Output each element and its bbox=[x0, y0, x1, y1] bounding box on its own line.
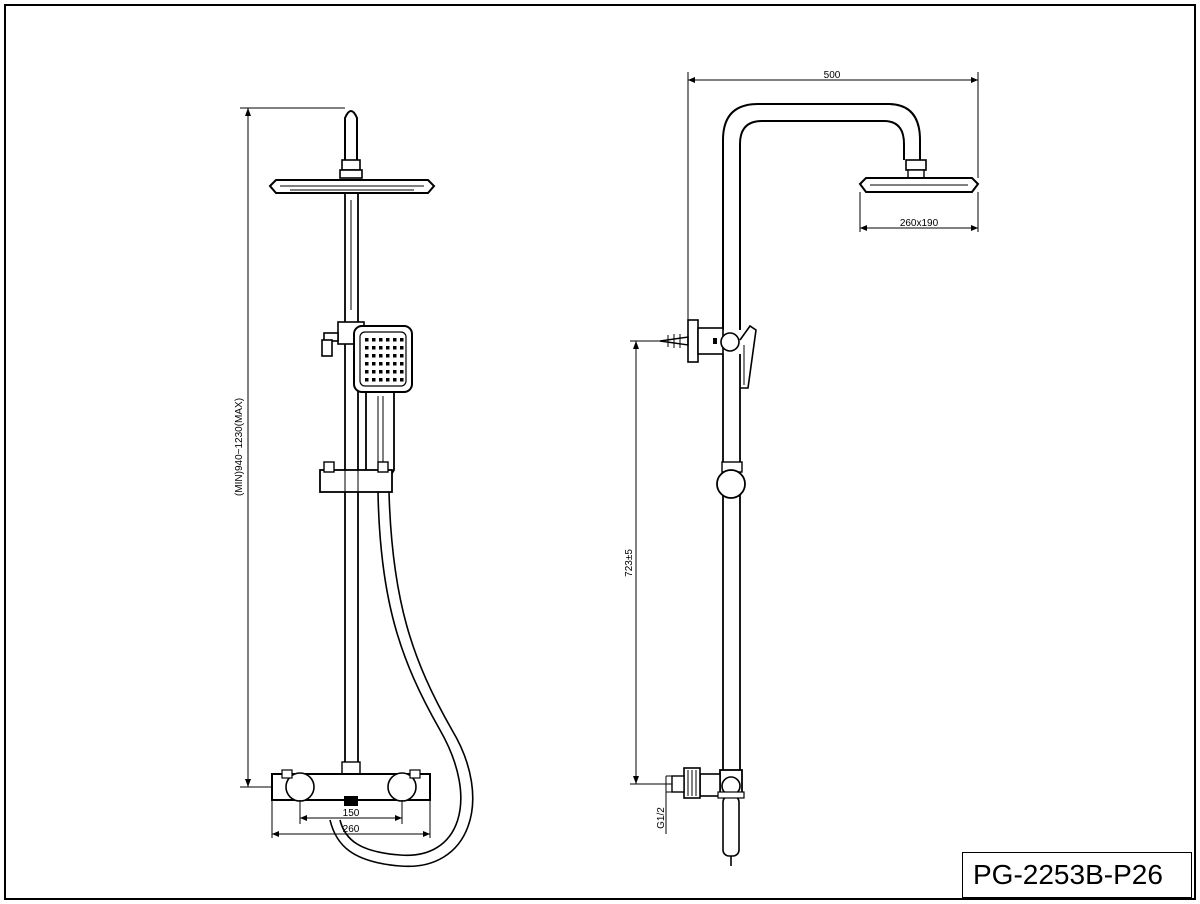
side-inlet-thread-label: G1/2 bbox=[656, 807, 667, 829]
side-bracket-height-dimension: 723±5 bbox=[624, 340, 672, 785]
front-shower-arm bbox=[344, 110, 358, 160]
nozzle-dot bbox=[379, 338, 383, 342]
nozzle-dot bbox=[372, 346, 376, 350]
front-outer-width-label: 260 bbox=[343, 824, 360, 835]
nozzle-dot bbox=[386, 346, 390, 350]
front-view: (MIN)940~1230(MAX) 150 260 bbox=[234, 107, 474, 868]
side-head-size-label: 260x190 bbox=[900, 218, 939, 229]
nozzle-dot bbox=[393, 362, 397, 366]
nozzle-dot bbox=[372, 338, 376, 342]
front-rain-shower-head bbox=[268, 179, 436, 194]
nozzle-dot bbox=[386, 338, 390, 342]
side-head-size-dimension: 260x190 bbox=[859, 192, 979, 232]
side-inlet-thread: G1/2 bbox=[656, 775, 672, 834]
nozzle-dot bbox=[372, 362, 376, 366]
front-arm-connector bbox=[341, 159, 361, 171]
nozzle-dot bbox=[372, 378, 376, 382]
front-hand-shower bbox=[353, 325, 413, 479]
front-height-dimension-label: (MIN)940~1230(MAX) bbox=[234, 398, 245, 496]
drawing-border bbox=[4, 4, 1196, 900]
nozzle-dot bbox=[365, 362, 369, 366]
nozzle-dot bbox=[379, 362, 383, 366]
nozzle-dot bbox=[393, 346, 397, 350]
nozzle-dot bbox=[386, 354, 390, 358]
nozzle-dot bbox=[365, 370, 369, 374]
front-height-dimension: (MIN)940~1230(MAX) bbox=[234, 107, 345, 788]
nozzle-dot bbox=[379, 378, 383, 382]
side-mixer-body bbox=[671, 767, 745, 866]
nozzle-dot bbox=[386, 370, 390, 374]
side-rain-shower-head bbox=[858, 177, 980, 193]
side-view: 260x190 500 bbox=[624, 70, 980, 866]
nozzle-dot bbox=[379, 354, 383, 358]
nozzle-dot bbox=[400, 346, 404, 350]
nozzle-dot bbox=[393, 354, 397, 358]
nozzle-dot bbox=[365, 378, 369, 382]
nozzle-dot bbox=[386, 378, 390, 382]
side-bracket-height-label: 723±5 bbox=[624, 549, 635, 577]
nozzle-dot bbox=[365, 338, 369, 342]
side-arm-length-label: 500 bbox=[824, 70, 841, 81]
nozzle-dot bbox=[386, 362, 390, 366]
nozzle-dot bbox=[379, 370, 383, 374]
side-wall-bracket bbox=[659, 319, 757, 389]
nozzle-dot bbox=[365, 346, 369, 350]
side-riser-and-arm bbox=[722, 103, 927, 330]
nozzle-dot bbox=[400, 378, 404, 382]
front-hose bbox=[329, 491, 474, 868]
nozzle-dot bbox=[393, 338, 397, 342]
front-width-dimensions: 150 260 bbox=[271, 800, 431, 838]
nozzle-dot bbox=[400, 362, 404, 366]
nozzle-dot bbox=[400, 370, 404, 374]
model-code-label: PG-2253B-P26 bbox=[973, 859, 1163, 890]
nozzle-dot bbox=[393, 378, 397, 382]
front-slide-holder bbox=[319, 461, 393, 493]
front-inner-width-label: 150 bbox=[343, 808, 360, 819]
nozzle-dot bbox=[400, 354, 404, 358]
side-arm-length-dimension: 500 bbox=[687, 70, 979, 330]
model-code-title-block: PG-2253B-P26 bbox=[962, 852, 1192, 898]
nozzle-dot bbox=[365, 354, 369, 358]
front-mixer-body bbox=[271, 761, 431, 806]
nozzle-dot bbox=[379, 346, 383, 350]
nozzle-dot bbox=[393, 370, 397, 374]
nozzle-dot bbox=[400, 338, 404, 342]
nozzle-dot bbox=[372, 354, 376, 358]
side-lower-riser bbox=[716, 354, 746, 770]
nozzle-dot bbox=[372, 370, 376, 374]
